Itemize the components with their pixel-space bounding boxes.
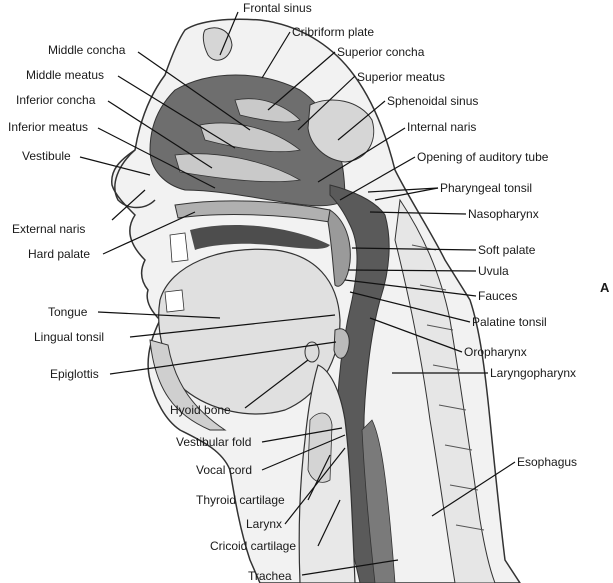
label-thyroid-cartilage: Thyroid cartilage bbox=[196, 493, 285, 507]
label-vestibule: Vestibule bbox=[22, 149, 71, 163]
label-hyoid-bone: Hyoid bone bbox=[170, 403, 231, 417]
lower-teeth bbox=[165, 290, 184, 312]
label-frontal-sinus: Frontal sinus bbox=[243, 1, 312, 15]
epiglottis-shape bbox=[334, 329, 349, 359]
label-middle-meatus: Middle meatus bbox=[26, 68, 104, 82]
label-larynx: Larynx bbox=[246, 517, 282, 531]
label-vocal-cord: Vocal cord bbox=[196, 463, 252, 477]
label-external-naris: External naris bbox=[12, 222, 85, 236]
label-trachea: Trachea bbox=[248, 569, 292, 583]
label-superior-meatus: Superior meatus bbox=[357, 70, 445, 84]
label-laryngopharynx: Laryngopharynx bbox=[490, 366, 576, 380]
label-sphenoidal-sinus: Sphenoidal sinus bbox=[387, 94, 478, 108]
label-oropharynx: Oropharynx bbox=[464, 345, 527, 359]
label-fauces: Fauces bbox=[478, 289, 517, 303]
label-nasopharynx: Nasopharynx bbox=[468, 207, 539, 221]
figure-letter: A bbox=[600, 280, 610, 295]
label-tongue: Tongue bbox=[48, 305, 88, 319]
label-soft-palate: Soft palate bbox=[478, 243, 536, 257]
label-epiglottis: Epiglottis bbox=[50, 367, 99, 381]
label-middle-concha: Middle concha bbox=[48, 43, 126, 57]
label-uvula: Uvula bbox=[478, 264, 509, 278]
label-esophagus: Esophagus bbox=[517, 455, 577, 469]
label-hard-palate: Hard palate bbox=[28, 247, 90, 261]
label-inferior-meatus: Inferior meatus bbox=[8, 120, 88, 134]
label-vestibular-fold: Vestibular fold bbox=[176, 435, 251, 449]
label-pharyngeal-tonsil: Pharyngeal tonsil bbox=[440, 181, 532, 195]
label-inferior-concha: Inferior concha bbox=[16, 93, 96, 107]
label-cricoid-cartilage: Cricoid cartilage bbox=[210, 539, 296, 553]
label-palatine-tonsil: Palatine tonsil bbox=[472, 315, 547, 329]
label-internal-naris: Internal naris bbox=[407, 120, 476, 134]
upper-teeth bbox=[170, 233, 188, 262]
thyroid-cartilage-shape bbox=[308, 413, 332, 482]
label-cribriform-plate: Cribriform plate bbox=[292, 25, 374, 39]
label-lingual-tonsil: Lingual tonsil bbox=[34, 330, 104, 344]
label-superior-concha: Superior concha bbox=[337, 45, 425, 59]
label-opening-auditory-tube: Opening of auditory tube bbox=[417, 150, 549, 164]
